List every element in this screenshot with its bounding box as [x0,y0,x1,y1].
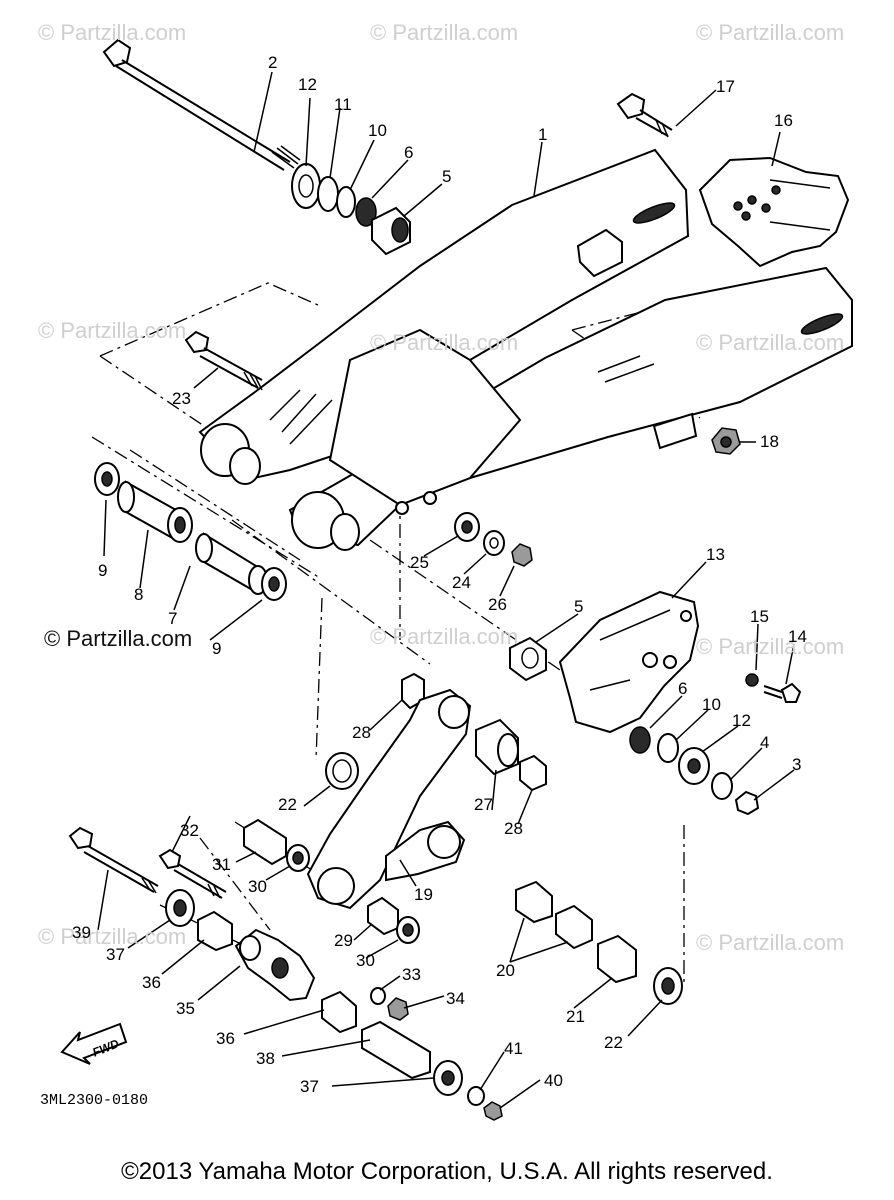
fwd-arrow [60,1022,128,1065]
relay-arm [306,672,547,910]
drawing-code: 3ML2300-0180 [40,1092,149,1109]
callout-37b: 37 [300,1077,319,1096]
callout-30b: 30 [356,951,375,970]
callout-11: 11 [334,95,352,114]
callout-1: 1 [538,125,548,144]
collar-20-21-22 [515,880,683,1005]
pivot-seal-stack [291,163,411,256]
watermark: © Partzilla.com [696,330,845,355]
callout-4: 4 [760,733,770,752]
nut-18 [711,427,741,455]
callout-15: 15 [750,607,769,626]
watermark: © Partzilla.com [38,924,187,949]
bushing-29-30 [367,896,420,944]
callout-24: 24 [452,573,471,592]
washer-nut-25-24-26 [454,512,533,567]
watermark: © Partzilla.com [370,330,519,355]
callout-10: 10 [368,121,387,140]
washer-nut-33-34 [370,987,409,1021]
callout-21: 21 [566,1007,585,1026]
lower-shaft-stack [321,990,503,1121]
callout-5: 5 [442,167,452,186]
copyright-notice: ©2013 Yamaha Motor Corporation, U.S.A. A… [121,1158,773,1185]
callout-35: 35 [176,999,195,1018]
callout-39: 39 [72,923,91,942]
callout-leaders [97,71,795,1109]
callout-26: 26 [488,595,507,614]
callout-38: 38 [256,1049,275,1068]
callout-6b: 6 [678,679,688,698]
watermark: © Partzilla.com [696,634,845,659]
callout-33: 33 [402,965,421,984]
pivot-bushings-left [94,462,287,601]
callout-2: 2 [268,53,278,72]
callout-41: 41 [504,1039,523,1058]
callout-8: 8 [134,585,144,604]
callout-28: 28 [352,723,371,742]
swingarm-body [198,148,853,551]
callout-12: 12 [298,75,317,94]
watermark: © Partzilla.com [696,20,845,45]
callout-30: 30 [248,877,267,896]
callout-36: 36 [142,973,161,992]
watermark: © Partzilla.com [370,20,519,45]
callout-36b: 36 [216,1029,235,1048]
callout-14: 14 [788,627,807,646]
callout-9b: 9 [212,639,222,658]
callout-20: 20 [496,961,515,980]
callout-22b: 22 [604,1033,623,1052]
callout-17: 17 [716,77,735,96]
callout-12b: 12 [732,711,751,730]
callout-27: 27 [474,795,493,814]
callout-22: 22 [278,795,297,814]
callout-9: 9 [98,561,108,580]
pivot-shaft [102,38,301,171]
watermark: © Partzilla.com [38,318,187,343]
partzilla-watermark: © Partzilla.com [44,626,193,651]
pivot-stack-right [629,726,760,816]
chain-guide-upper [616,92,850,268]
callout-13: 13 [706,545,725,564]
bolt-23 [184,330,263,391]
callout-31: 31 [212,855,231,874]
callout-23: 23 [172,389,191,408]
callout-5b: 5 [574,597,584,616]
callout-29: 29 [334,931,353,950]
bolt-14-15 [745,673,802,703]
callout-7: 7 [168,609,178,628]
watermark: © Partzilla.com [696,930,845,955]
callout-19: 19 [414,885,433,904]
callout-16: 16 [774,111,793,130]
watermark: © Partzilla.com [38,20,187,45]
callout-37: 37 [106,945,125,964]
callout-3: 3 [792,755,802,774]
callout-6: 6 [404,143,414,162]
callout-18: 18 [760,432,779,451]
callout-34: 34 [446,989,465,1008]
callout-28b: 28 [504,819,523,838]
callout-32: 32 [180,821,199,840]
callout-40: 40 [544,1071,563,1090]
connecting-rod-parts [68,818,316,1002]
chain-guide-lower [509,590,700,734]
callout-25: 25 [410,553,429,572]
watermark: © Partzilla.com [370,624,519,649]
callout-10b: 10 [702,695,721,714]
